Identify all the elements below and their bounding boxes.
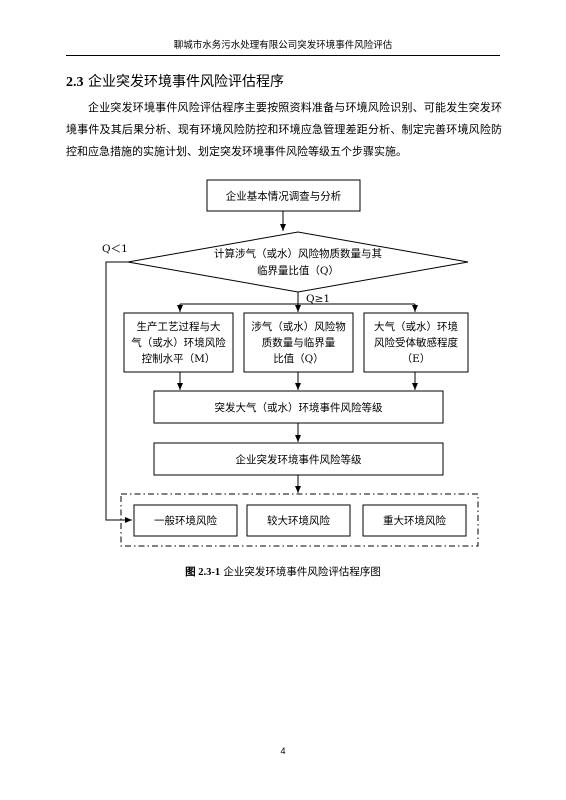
figure-number: 图 2.3-1 [185,567,221,578]
level-box-major [362,504,467,537]
level-larger-label: 较大环境风险 [267,514,330,527]
factor-e-line1: 大气（或水）环境 [374,320,458,333]
level-major-label: 重大环境风险 [383,514,446,527]
factor-e-line3: （E） [402,353,431,365]
decision-label-line1: 计算涉气（或水）风险物质数量与其 [214,247,382,260]
decision-label-line2: 临界量比值（Q） [257,264,339,277]
section-title-text: 企业突发环境事件风险评估程序 [87,74,284,90]
label-q-ge-1: Q≥1 [306,293,330,305]
page-number: 4 [280,746,286,756]
level-box-larger [246,504,351,537]
label-q-less-1: Q＜1 [102,243,128,255]
flowchart-labels: 企业基本情况调查与分析 计算涉气（或水）风险物质数量与其 临界量比值（Q） Q＜… [102,190,458,528]
section-number: 2.3 [66,75,84,90]
factor-m-line3: 控制水平（M） [142,352,216,365]
header-rule [66,55,500,56]
grade-enterprise-label: 企业突发环境事件风险等级 [236,453,362,466]
grade-air-water-label: 突发大气（或水）环境事件风险等级 [215,401,383,414]
figure-caption-text: 企业突发环境事件风险评估程序图 [223,566,381,578]
level-general-label: 一般环境风险 [154,514,217,527]
factor-m-line2: 气（或水）环境风险 [131,336,226,349]
section-heading: 2.3 企业突发环境事件风险评估程序 [66,73,284,92]
factor-q-line3: 比值（Q） [273,352,324,365]
factor-box-e [363,312,469,373]
factor-q-line2: 质数量与临界量 [262,336,336,349]
decision-diamond [127,231,469,293]
body-paragraph: 企业突发环境事件风险评估程序主要按照资料准备与环境风险识别、可能发生突发环境事件… [66,101,502,158]
running-header: 聊城市水务污水处理有限公司突发环境事件风险评估 [173,40,393,51]
factor-box-m [123,312,234,373]
factor-q-line1: 涉气（或水）风险物 [251,320,346,333]
figure-caption: 图 2.3-1 企业突发环境事件风险评估程序图 [0,565,566,580]
start-label: 企业基本情况调查与分析 [226,190,342,203]
bypass-path-q-lt-1 [105,261,132,523]
factor-e-line2: 风险受体敏感程度 [374,336,458,349]
factor-m-line1: 生产工艺过程与大 [137,320,221,333]
level-box-general [133,504,238,537]
